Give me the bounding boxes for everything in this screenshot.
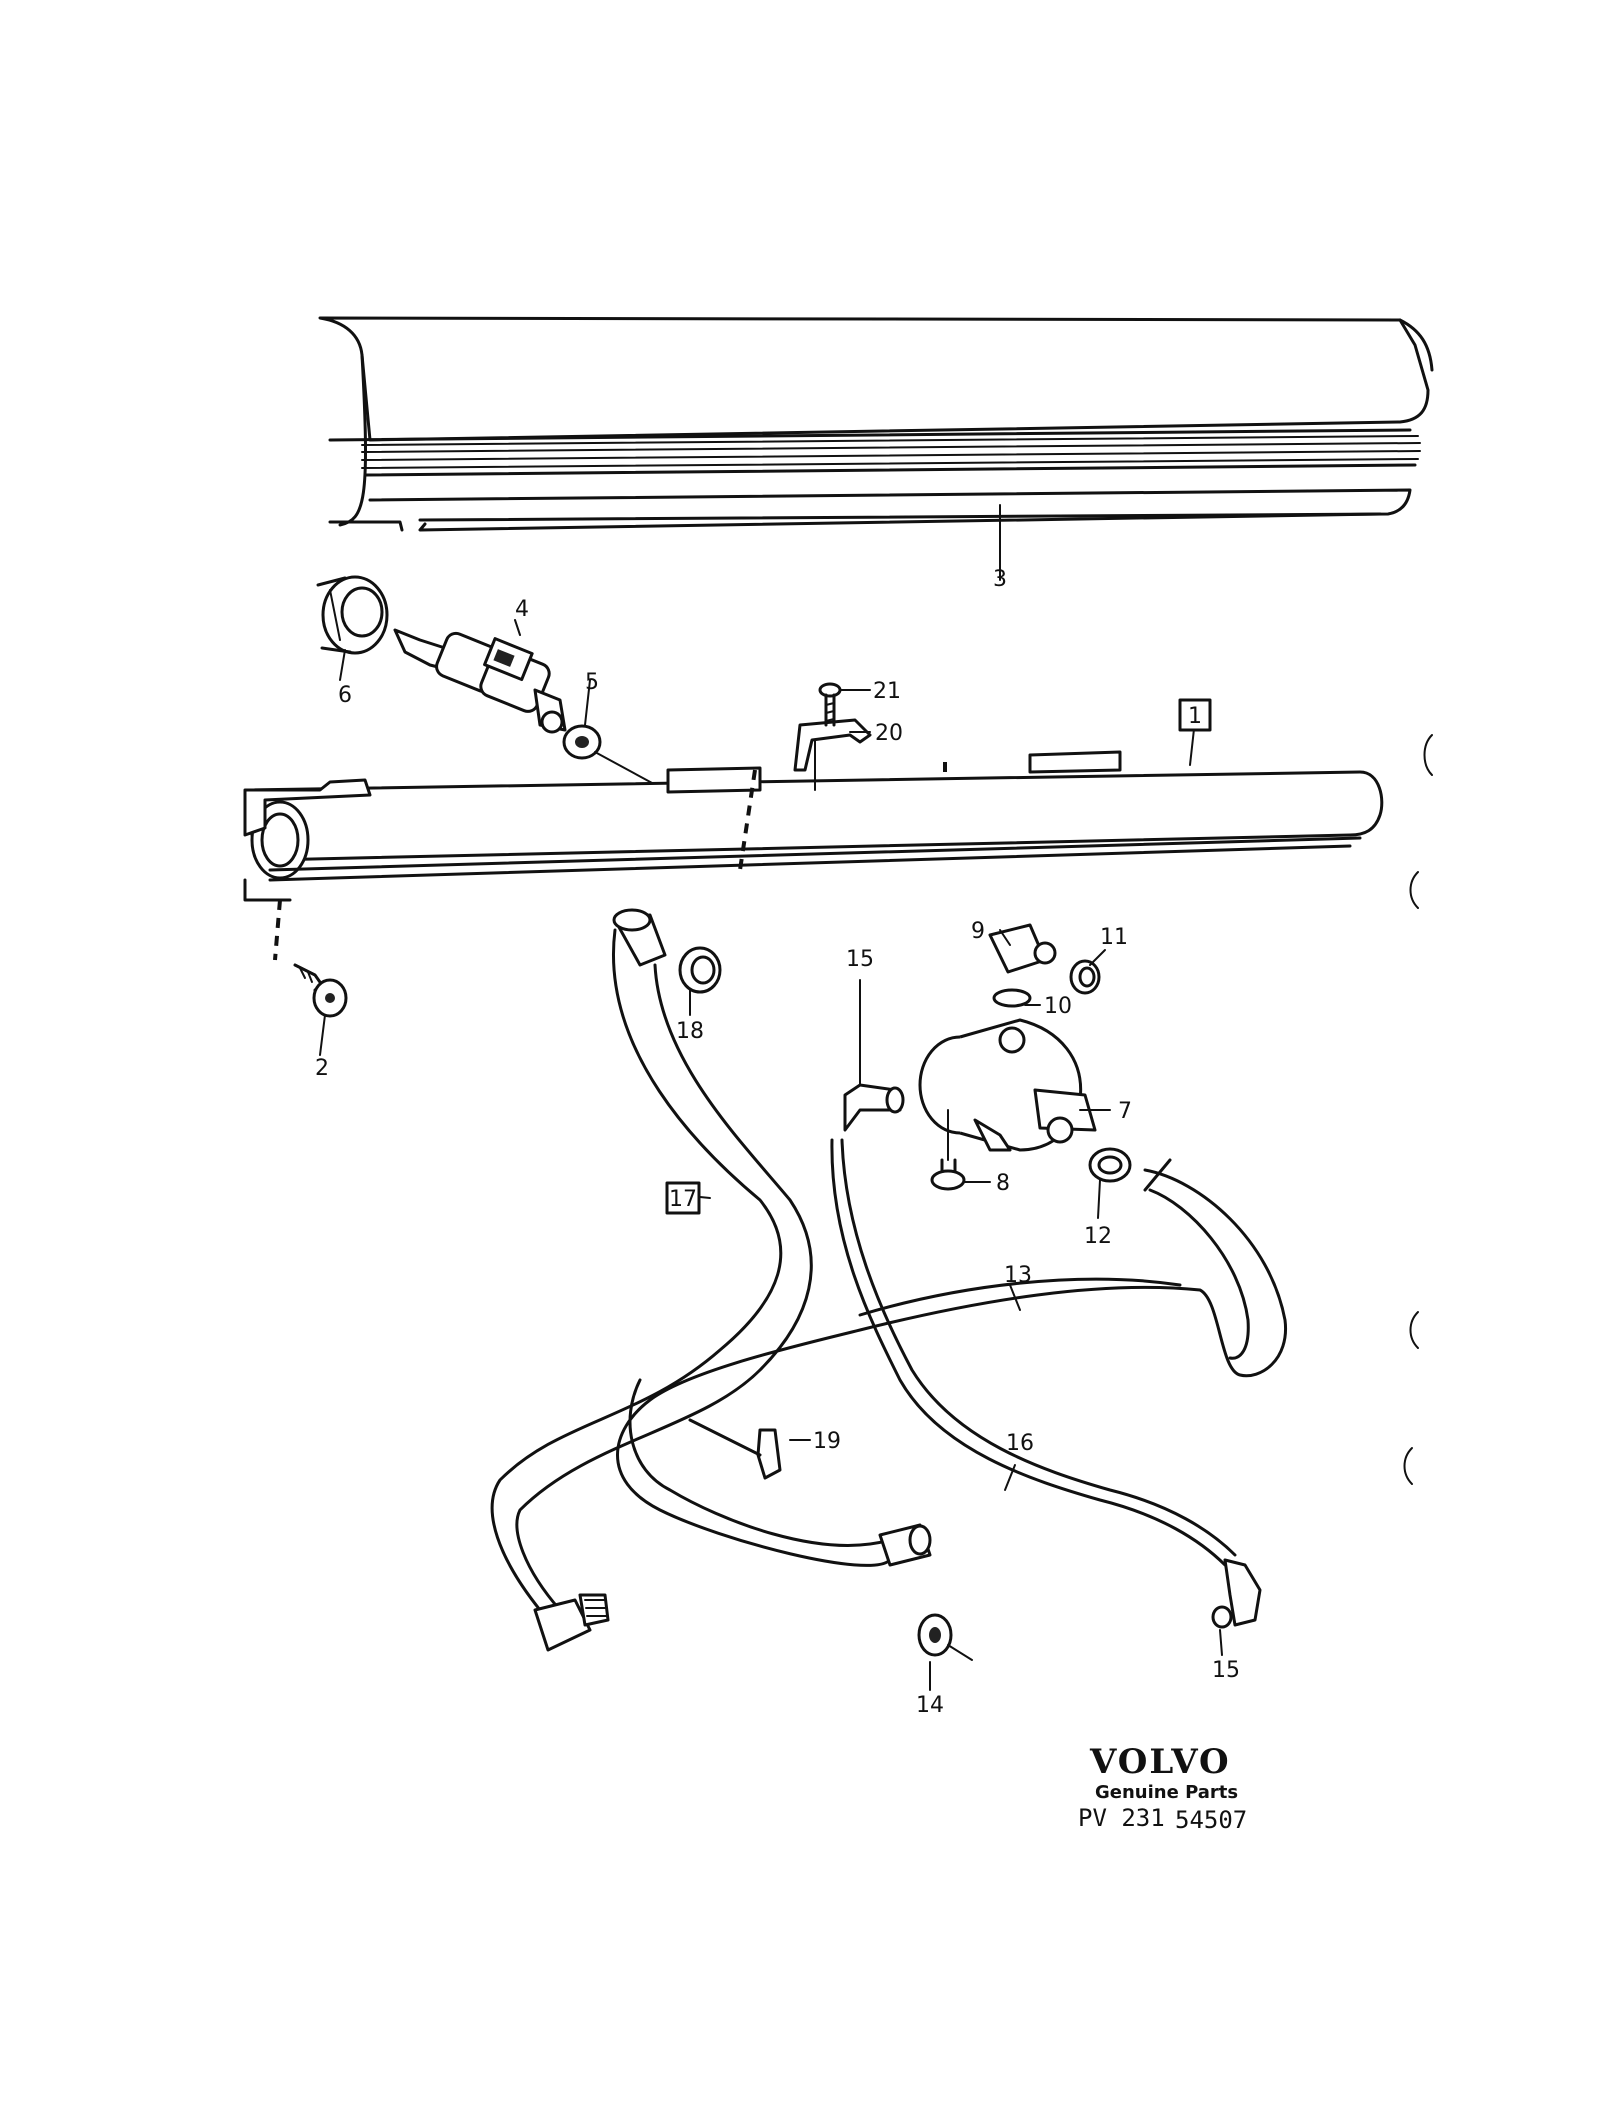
part-5-o-ring — [562, 724, 666, 791]
callout-10: 10 — [1044, 994, 1072, 1019]
margin-marks — [1403, 734, 1433, 1485]
callout-11: 11 — [1100, 925, 1128, 950]
callout-12: 12 — [1084, 1224, 1112, 1249]
part-13-hose — [616, 1158, 1287, 1567]
callout-19: 19 — [813, 1429, 841, 1454]
part-4-injector — [393, 628, 567, 734]
callout-labels: 1 2 3 4 5 6 7 8 9 10 11 12 13 14 15 15 1… — [315, 567, 1240, 1718]
part-code-number: 54507 — [1175, 1806, 1247, 1834]
callout-2: 2 — [315, 1056, 329, 1081]
callout-21: 21 — [873, 679, 901, 704]
callout-5: 5 — [585, 670, 599, 695]
callout-1: 1 — [1188, 704, 1202, 729]
callout-15-lower: 15 — [1212, 1658, 1240, 1683]
part-2-bolt — [293, 963, 348, 1018]
part-15-hose-end-upper — [843, 1083, 905, 1132]
part-21-screw — [818, 682, 842, 727]
part-8-bolt — [930, 1109, 966, 1191]
callout-13: 13 — [1004, 1263, 1032, 1288]
callout-17: 17 — [669, 1187, 697, 1212]
volvo-logo: VOLVO — [1089, 1742, 1231, 1782]
callout-9: 9 — [971, 919, 985, 944]
part-7-pressure-regulator — [918, 1018, 1097, 1152]
callout-4: 4 — [515, 597, 529, 622]
part-15-hose-end-lower — [1211, 1558, 1262, 1629]
brand-tagline: Genuine Parts — [1095, 1782, 1238, 1803]
part-11-o-ring — [1069, 959, 1101, 995]
part-10-washer — [992, 988, 1032, 1008]
callout-6: 6 — [338, 683, 352, 708]
callout-20: 20 — [875, 721, 903, 746]
part-14-union-nut — [917, 1613, 973, 1661]
part-9-fitting — [988, 923, 1057, 974]
callout-17-box — [665, 1181, 701, 1215]
part-18-o-ring — [678, 946, 722, 994]
callout-1-box — [1178, 698, 1212, 732]
callout-16: 16 — [1006, 1431, 1034, 1456]
part-19-holder — [688, 1418, 782, 1480]
part-16-thin-hose — [830, 1138, 1237, 1567]
part-3-rail-cover — [318, 316, 1434, 532]
part-code-prefix: PV 231 — [1078, 1804, 1165, 1832]
part-6-seal-ring — [316, 575, 389, 655]
callout-15-upper: 15 — [846, 947, 874, 972]
callout-18: 18 — [676, 1019, 704, 1044]
part-12-hose-clamp — [1088, 1147, 1132, 1183]
callout-7: 7 — [1118, 1099, 1132, 1124]
callout-8: 8 — [996, 1171, 1010, 1196]
callout-14: 14 — [916, 1693, 944, 1718]
part-1-fuel-rail — [243, 750, 1384, 961]
callout-3: 3 — [993, 567, 1007, 592]
brand-block: VOLVO Genuine Parts PV 231 54507 — [1078, 1742, 1247, 1834]
part-17-hose — [490, 908, 813, 1652]
